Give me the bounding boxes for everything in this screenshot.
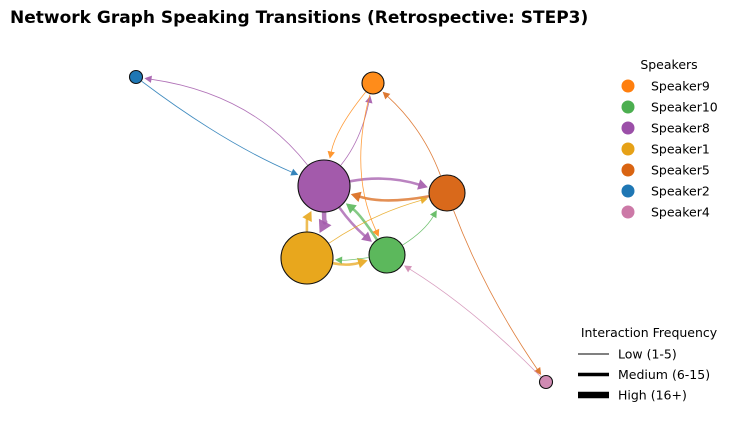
edge-line (338, 206, 366, 237)
speakers-legend-item: Speaker8 (621, 121, 710, 136)
edge-arrowhead (345, 203, 357, 214)
edge-speaker5-to-speaker9 (382, 91, 441, 176)
speakers-legend: SpeakersSpeaker9Speaker10Speaker8Speaker… (621, 57, 718, 220)
edge-line (340, 102, 370, 166)
node-speaker4 (538, 374, 554, 390)
edge-line (402, 216, 434, 246)
frequency-legend-item: Low (1-5) (578, 347, 677, 362)
edge-arrowhead (430, 210, 437, 219)
edge-line (151, 78, 308, 166)
legend-label: Speaker2 (651, 184, 710, 199)
frequency-legend-item: Medium (6-15) (578, 367, 710, 382)
legend-label: Speaker1 (651, 142, 710, 157)
legend-label: Speaker5 (651, 163, 710, 178)
legend-marker (621, 205, 635, 219)
speakers-legend-item: Speaker4 (621, 205, 710, 220)
edge-line (321, 210, 328, 225)
chart-title: Network Graph Speaking Transitions (Retr… (10, 8, 589, 28)
edge-arrowhead (357, 257, 368, 269)
edge-speaker10-to-speaker5 (402, 210, 437, 246)
edge-speaker1-to-speaker8 (302, 211, 312, 233)
speakers-legend-item: Speaker9 (621, 79, 710, 94)
frequency-legend-title: Interaction Frequency (581, 325, 718, 340)
edge-speaker8-to-speaker1 (318, 210, 332, 233)
edge-arrowhead (372, 228, 380, 237)
legend-label: Speaker8 (651, 121, 710, 136)
node-speaker1 (280, 231, 334, 285)
legend-marker (621, 121, 635, 135)
legend-label: Speaker9 (651, 79, 710, 94)
node-speaker10 (368, 236, 406, 274)
edge-line (329, 200, 422, 244)
edge-arrowhead (361, 231, 372, 242)
edge-speaker8-to-speaker10 (338, 206, 372, 242)
legend-label: Speaker10 (651, 100, 718, 115)
edge-line (341, 257, 369, 261)
edge-speaker1-to-speaker5 (329, 196, 428, 244)
edge-line (360, 94, 377, 231)
legend-label: Low (1-5) (618, 347, 677, 362)
edge-speaker8-to-speaker5 (349, 177, 428, 190)
edge-arrowhead (327, 150, 335, 159)
legend-label: Medium (6-15) (618, 367, 710, 382)
node-speaker8 (297, 159, 351, 213)
edge-line (141, 81, 293, 173)
edge-speaker5-to-speaker4 (453, 210, 542, 375)
edge-speaker5-to-speaker8 (350, 191, 430, 202)
speakers-legend-title: Speakers (640, 57, 697, 72)
edge-speaker4-to-speaker10 (404, 265, 542, 378)
speakers-legend-item: Speaker10 (621, 100, 718, 115)
edge-arrowhead (144, 75, 152, 83)
speakers-legend-item: Speaker2 (621, 184, 710, 199)
frequency-legend-item: High (16+) (578, 388, 687, 403)
edge-speaker2-to-speaker8 (141, 81, 299, 176)
legend-marker (621, 79, 635, 93)
speakers-legend-item: Speaker5 (621, 163, 710, 178)
nodes-layer (128, 69, 554, 390)
edge-line (409, 268, 542, 378)
edge-arrowhead (534, 367, 542, 375)
edge-arrowhead (302, 211, 312, 222)
edge-arrowhead (350, 191, 362, 202)
edge-line (352, 208, 378, 241)
edge-speaker9-to-speaker10 (360, 94, 380, 237)
edge-line (387, 96, 441, 176)
node-speaker9 (361, 71, 385, 95)
edge-speaker10-to-speaker8 (345, 203, 378, 241)
edge-speaker8-to-speaker9 (340, 95, 373, 166)
legend-label: Speaker4 (651, 205, 710, 220)
node-speaker2 (128, 69, 144, 85)
edge-speaker10-to-speaker1 (334, 256, 369, 264)
edges-layer (141, 75, 542, 378)
edge-arrowhead (290, 168, 299, 176)
edge-arrowhead (404, 265, 412, 273)
edge-speaker1-to-speaker10 (332, 257, 368, 269)
edge-line (330, 91, 366, 152)
edge-arrowhead (419, 196, 428, 204)
legend-marker (621, 163, 635, 177)
edge-line (453, 210, 538, 370)
edge-arrowhead (417, 179, 428, 190)
edge-line (332, 261, 360, 266)
edge-arrowhead (382, 91, 391, 100)
legend-marker (621, 184, 635, 198)
edge-speaker9-to-speaker8 (327, 91, 366, 159)
legend-marker (621, 100, 635, 114)
edge-arrowhead (318, 218, 332, 233)
speakers-legend-item: Speaker1 (621, 142, 710, 157)
node-speaker5 (428, 174, 466, 212)
edge-arrowhead (334, 256, 343, 264)
edge-line (349, 177, 420, 186)
edge-speaker8-to-speaker2 (144, 75, 308, 166)
edge-line (358, 195, 430, 202)
legend-marker (621, 142, 635, 156)
legend-label: High (16+) (618, 388, 687, 403)
